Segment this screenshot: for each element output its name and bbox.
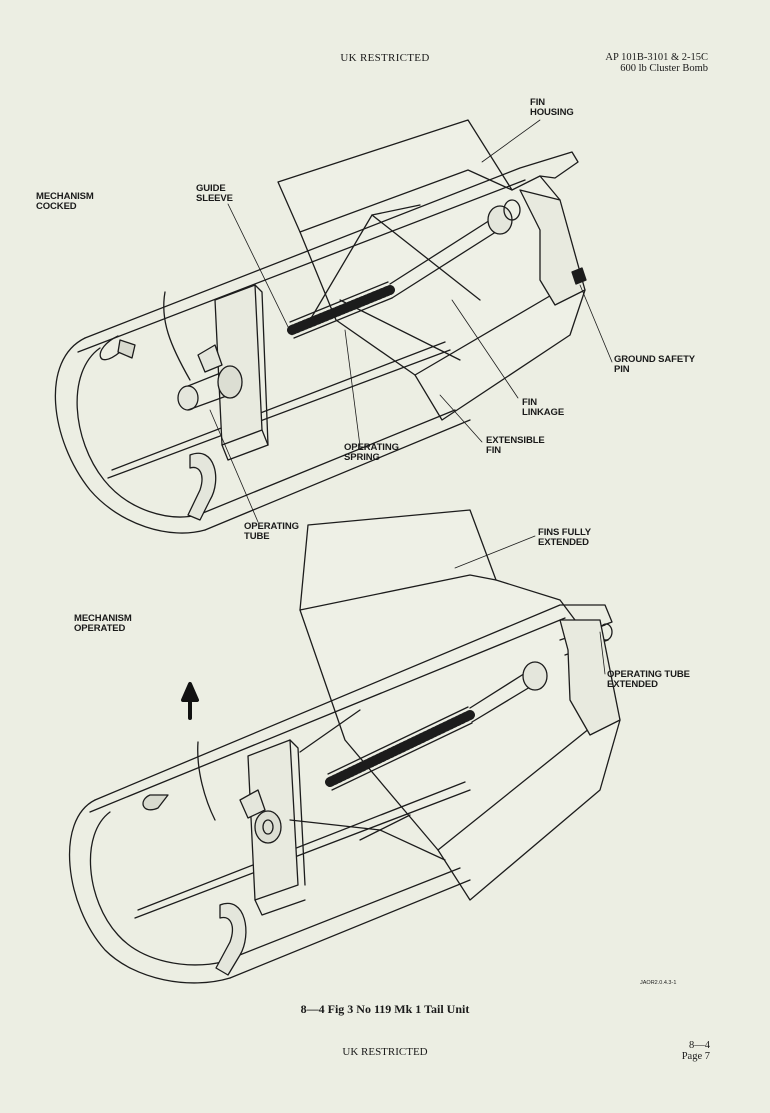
figure-caption: 8—4 Fig 3 No 119 Mk 1 Tail Unit	[300, 1002, 470, 1016]
cocked-assembly-drawing	[54, 119, 587, 534]
footer-classification: UK RESTRICTED	[342, 1046, 428, 1058]
header-doc-ref: AP 101B-3101 & 2-15C 600 lb Cluster Bomb	[605, 52, 708, 74]
footer-page-number: Page 7	[681, 1051, 710, 1062]
footer-section: 8—4	[689, 1040, 710, 1051]
up-arrow-icon	[181, 682, 199, 720]
header-classification: UK RESTRICTED	[340, 52, 430, 64]
doc-ref-number: AP 101B-3101 & 2-15C	[605, 52, 708, 63]
operated-assembly-drawing	[68, 509, 621, 984]
drawing-reference: JAOR2.0.4.3-1	[640, 980, 677, 986]
doc-ref-subtitle: 600 lb Cluster Bomb	[620, 63, 708, 74]
footer-page-ref: 8—4 Page 7	[682, 1040, 710, 1062]
leader-lines	[209, 119, 613, 675]
